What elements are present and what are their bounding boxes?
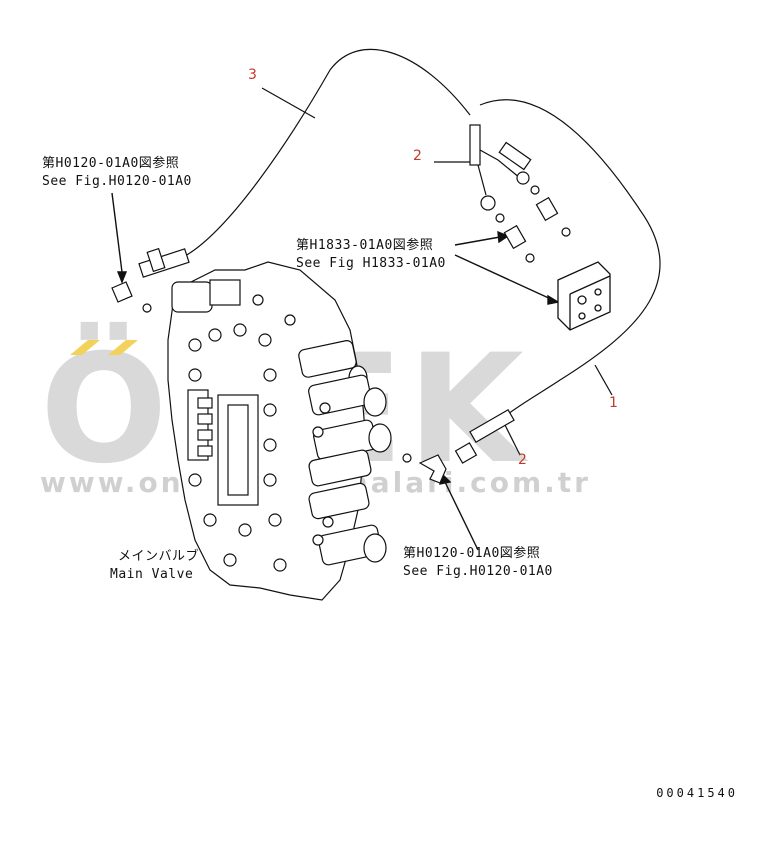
distribution-block [557, 261, 611, 331]
callout-2-upper: 2 [413, 148, 422, 164]
top-left-fitting [111, 247, 190, 313]
reference-bottom-en: See Fig.H0120-01A0 [403, 564, 553, 579]
main-valve-label-jp: メインバルブ [118, 549, 200, 564]
hose-3 [184, 48, 471, 257]
watermark-accent [70, 340, 138, 355]
valve-spools [298, 340, 392, 566]
reference-top-left-jp: 第H0120-01A0図参照 [42, 156, 180, 171]
callout-2-lower: 2 [518, 452, 527, 468]
callout-1: 1 [609, 395, 618, 411]
reference-bottom-jp: 第H0120-01A0図参照 [403, 546, 541, 561]
reference-mid-en: See Fig H1833-01A0 [296, 256, 446, 271]
upper-fittings [469, 124, 571, 263]
reference-arrows [111, 192, 560, 551]
hose-1 [479, 99, 661, 441]
leader-1 [594, 364, 613, 396]
callout-3: 3 [248, 67, 257, 83]
main-valve-label-en: Main Valve [110, 567, 194, 582]
reference-top-left-en: See Fig.H0120-01A0 [42, 174, 192, 189]
lower-fittings [402, 408, 515, 484]
reference-mid-jp: 第H1833-01A0図参照 [296, 238, 434, 253]
leader-3 [261, 87, 316, 119]
leader-2-lower [504, 424, 521, 456]
document-number: 00041540 [656, 786, 738, 800]
